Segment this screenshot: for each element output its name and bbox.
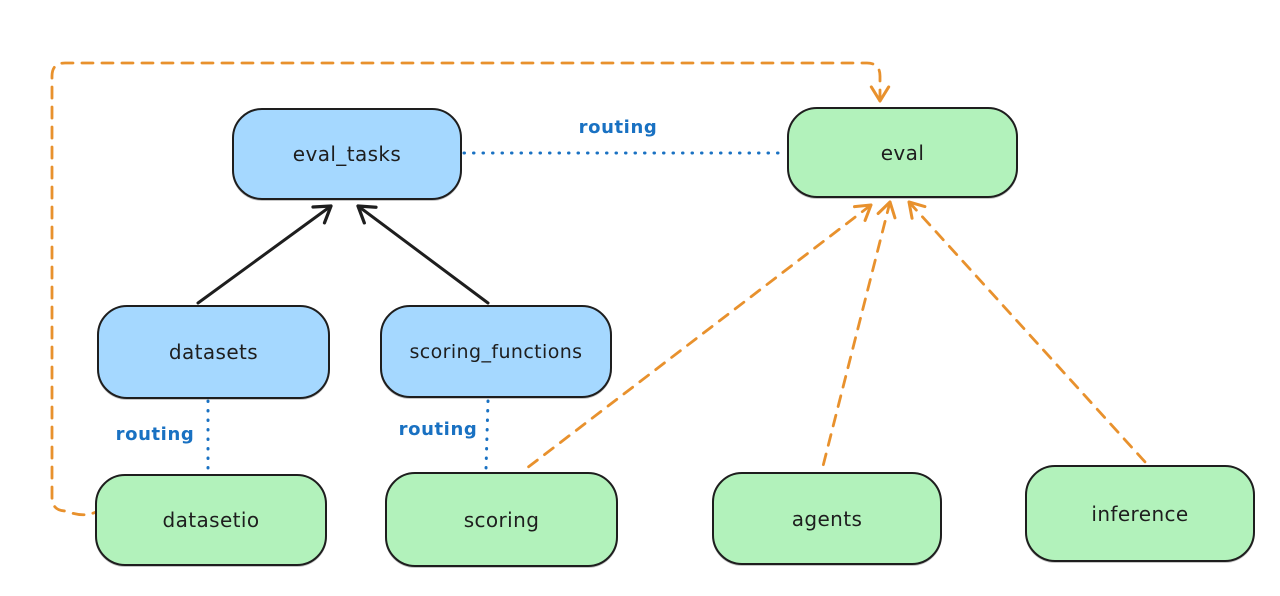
- edge-label-routing-scoring-functions-scoring: routing: [398, 419, 478, 440]
- edge-datasetio-to-eval: [50, 61, 891, 517]
- edge-scoring-to-eval: [525, 203, 873, 470]
- node-eval: eval: [787, 107, 1018, 198]
- node-eval-tasks-label: eval_tasks: [292, 142, 402, 166]
- node-inference-label: inference: [1091, 501, 1189, 526]
- node-datasetio-label: datasetio: [162, 508, 260, 532]
- node-datasets: datasets: [97, 305, 330, 399]
- edge-inference-to-eval: [907, 200, 1148, 465]
- node-inference: inference: [1025, 465, 1255, 562]
- node-datasetio: datasetio: [95, 474, 327, 566]
- node-scoring-functions-label: scoring_functions: [409, 340, 583, 363]
- node-agents: agents: [712, 472, 942, 565]
- edge-scoring-functions-to-eval-tasks: [356, 204, 490, 305]
- node-scoring-functions: scoring_functions: [380, 305, 612, 398]
- node-agents-label: agents: [791, 506, 863, 531]
- node-datasets-label: datasets: [168, 340, 259, 364]
- edge-agents-to-eval: [820, 200, 897, 472]
- node-scoring: scoring: [385, 472, 618, 567]
- edge-label-routing-eval-tasks-eval: routing: [578, 117, 658, 138]
- node-eval-label: eval: [880, 140, 925, 165]
- edge-label-routing-datasets-datasetio: routing: [115, 424, 195, 445]
- node-scoring-label: scoring: [463, 507, 540, 532]
- edge-datasets-to-eval-tasks: [196, 204, 333, 305]
- node-eval-tasks: eval_tasks: [232, 108, 462, 200]
- edge-routing-scoring-functions-to-scoring: [484, 399, 490, 471]
